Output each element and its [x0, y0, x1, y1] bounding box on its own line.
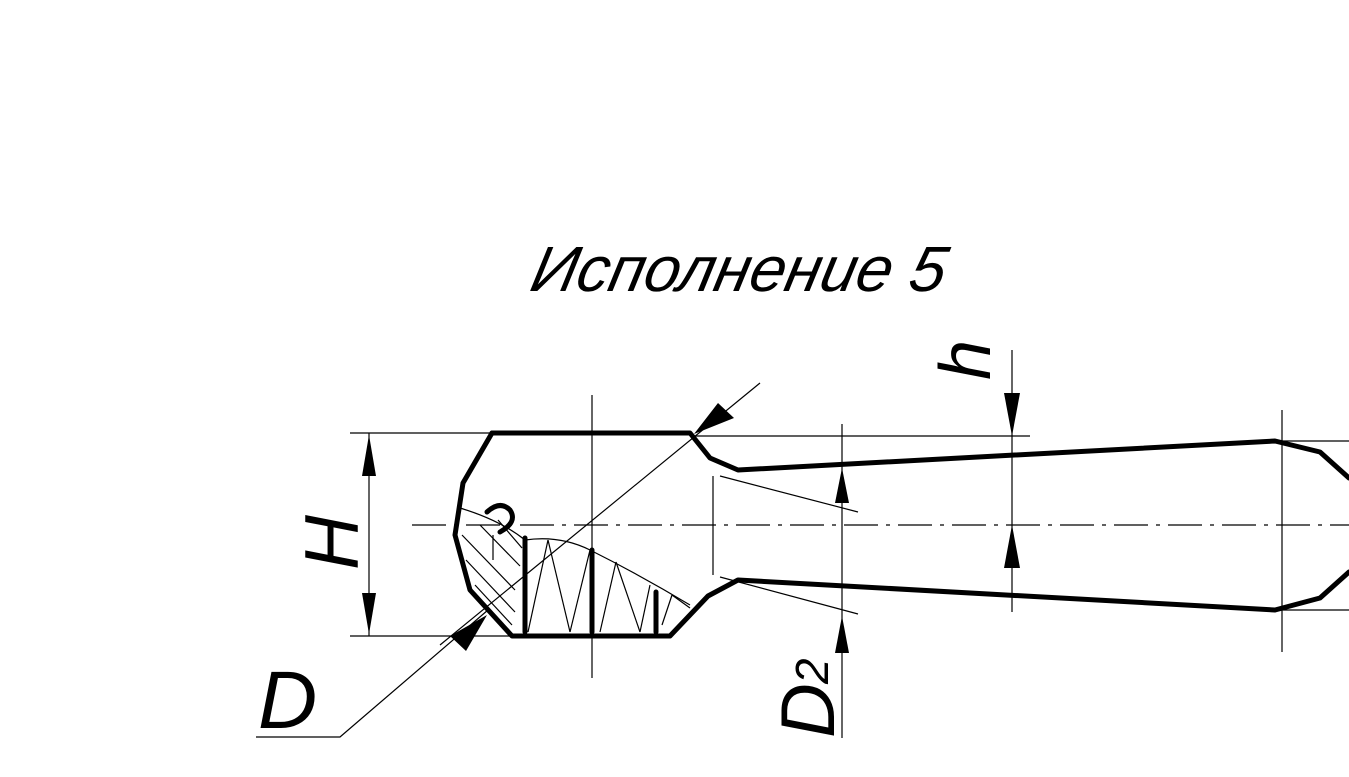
drawing-title: Исполнение 5: [525, 233, 955, 305]
dimension-D-arrows: [450, 403, 734, 651]
dimension-D2: [835, 468, 849, 653]
label-H: H: [290, 515, 375, 570]
section-hatching: [459, 507, 691, 633]
label-D2: D 2: [766, 658, 851, 738]
part-outline: [452, 430, 1349, 639]
label-D2-main: D: [766, 683, 851, 738]
label-D2-subscript: 2: [786, 658, 838, 685]
dimension-h: [1004, 393, 1020, 568]
label-D: D: [258, 655, 317, 746]
dimension-H: [362, 433, 376, 636]
label-h: h: [926, 340, 1006, 380]
